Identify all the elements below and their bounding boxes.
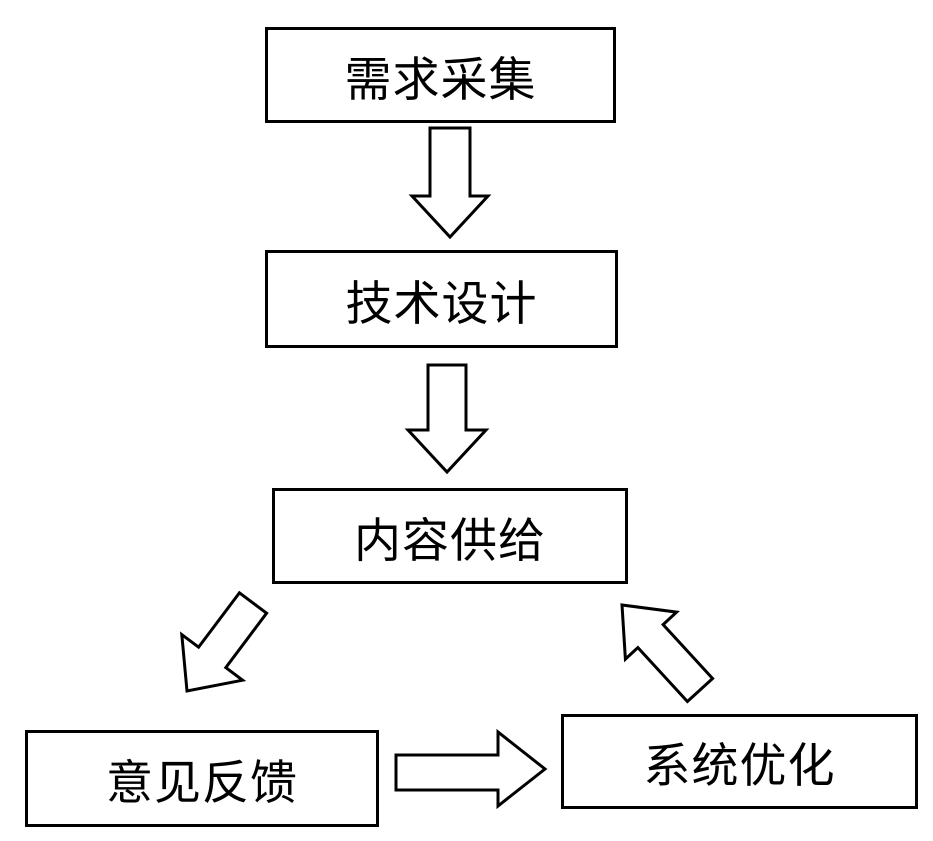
node-label: 系统优化 — [643, 739, 836, 794]
node-content-supply: 内容供给 — [272, 488, 628, 584]
arrow-down-design-to-supply — [404, 363, 490, 475]
node-label: 意见反馈 — [106, 756, 298, 811]
node-system-optimization: 系统优化 — [561, 714, 918, 809]
node-label: 技术设计 — [345, 276, 538, 332]
node-label: 需求采集 — [344, 52, 537, 108]
node-demand-collection: 需求采集 — [265, 27, 616, 123]
node-feedback: 意见反馈 — [25, 730, 379, 827]
arrow-optimize-to-supply — [620, 603, 715, 704]
arrow-right-feedback-to-optimize — [394, 728, 548, 810]
arrow-supply-to-feedback — [179, 590, 269, 693]
node-technical-design: 技术设计 — [265, 250, 618, 348]
node-label: 内容供给 — [354, 513, 546, 569]
arrow-down-collect-to-design — [408, 126, 492, 240]
